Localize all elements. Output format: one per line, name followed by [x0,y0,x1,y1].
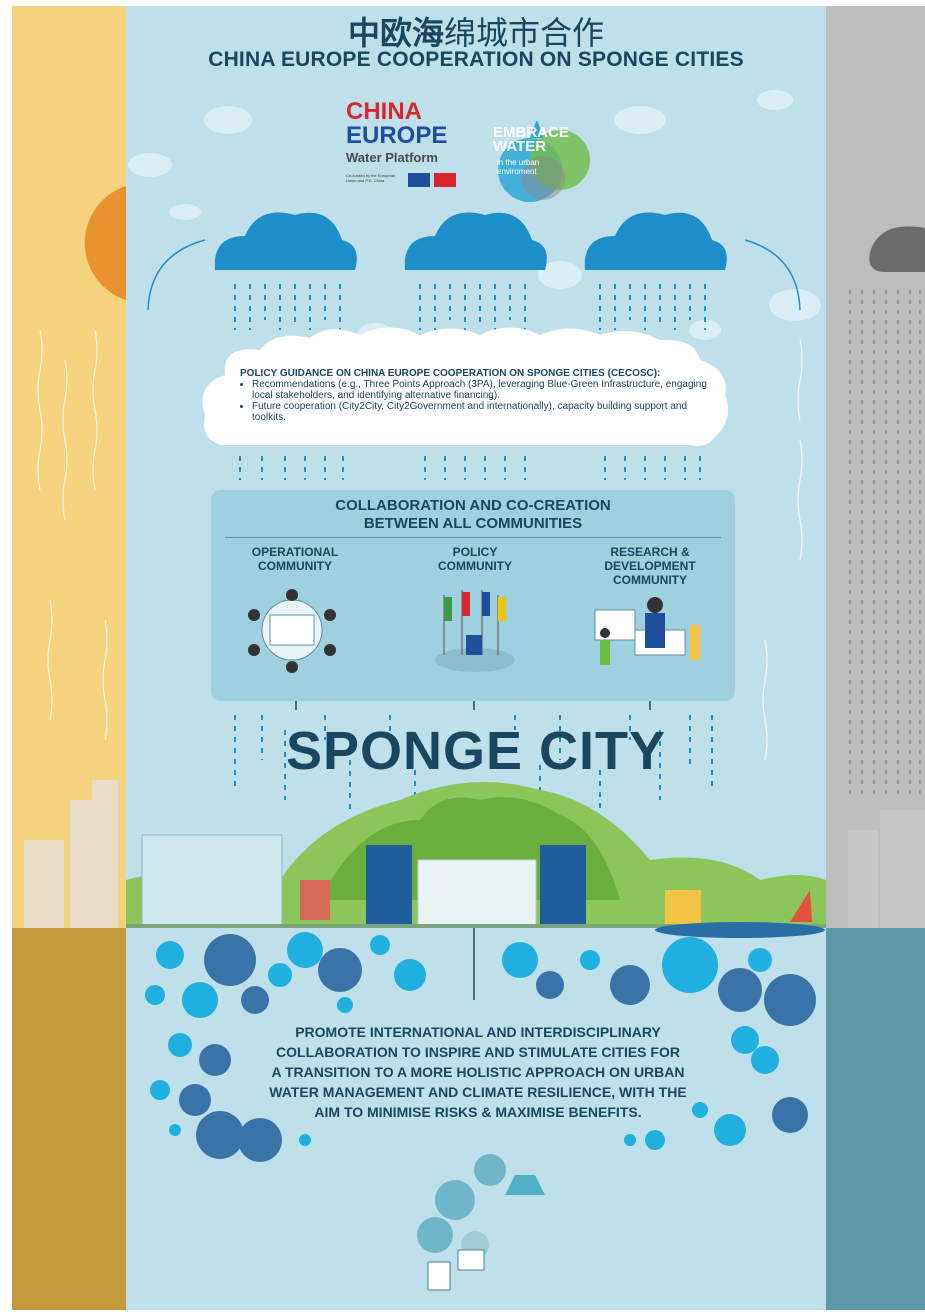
policy-bullet: Recommendations (e.g., Three Points Appr… [252,379,710,401]
title-english: CHINA EUROPE COOPERATION ON SPONGE CITIE… [208,48,744,71]
research-team-icon [594,597,700,665]
water-bubbles [145,932,816,1162]
policy-guidance: POLICY GUIDANCE ON CHINA EUROPE COOPERAT… [240,368,710,423]
rain-cloud-icon [584,212,727,270]
glass-building [141,834,283,926]
flags-podium-icon [435,590,515,672]
teamwork-illustration [417,1154,545,1291]
rain-cloud-icon [214,212,357,270]
evaporation-arrow-icon [744,239,801,311]
policy-bullet: Future cooperation (City2City, City2Gove… [252,401,710,423]
yellow-house [665,890,701,924]
collaboration-title: COLLABORATION AND CO-CREATION BETWEEN AL… [335,497,611,532]
divider [225,537,721,538]
eu-flag-icon [408,173,430,187]
grey-ground [826,928,925,1310]
promote-statement: PROMOTE INTERNATIONAL AND INTERDISCIPLIN… [269,1024,687,1120]
title-chinese: 中欧海绵城市合作 [347,14,605,52]
evaporation-arrow-icon [147,239,206,311]
storm-cloud-icon [869,226,925,272]
china-europe-water-platform-logo: CHINA EUROPE Water Platform Co-funded by… [346,98,448,184]
sun-icon [84,186,126,300]
sailboat-icon [790,890,812,922]
meeting-table-icon [248,589,336,673]
small-house [300,880,330,920]
rain-cloud-icon [404,212,547,270]
sponge-city-heading: SPONGE CITY [285,721,667,781]
china-flag-icon [434,173,456,187]
blue-tower [540,845,586,925]
policy-cloud [202,327,729,446]
blue-tower [366,845,412,925]
dry-ground [12,928,126,1310]
center-building [417,859,537,926]
